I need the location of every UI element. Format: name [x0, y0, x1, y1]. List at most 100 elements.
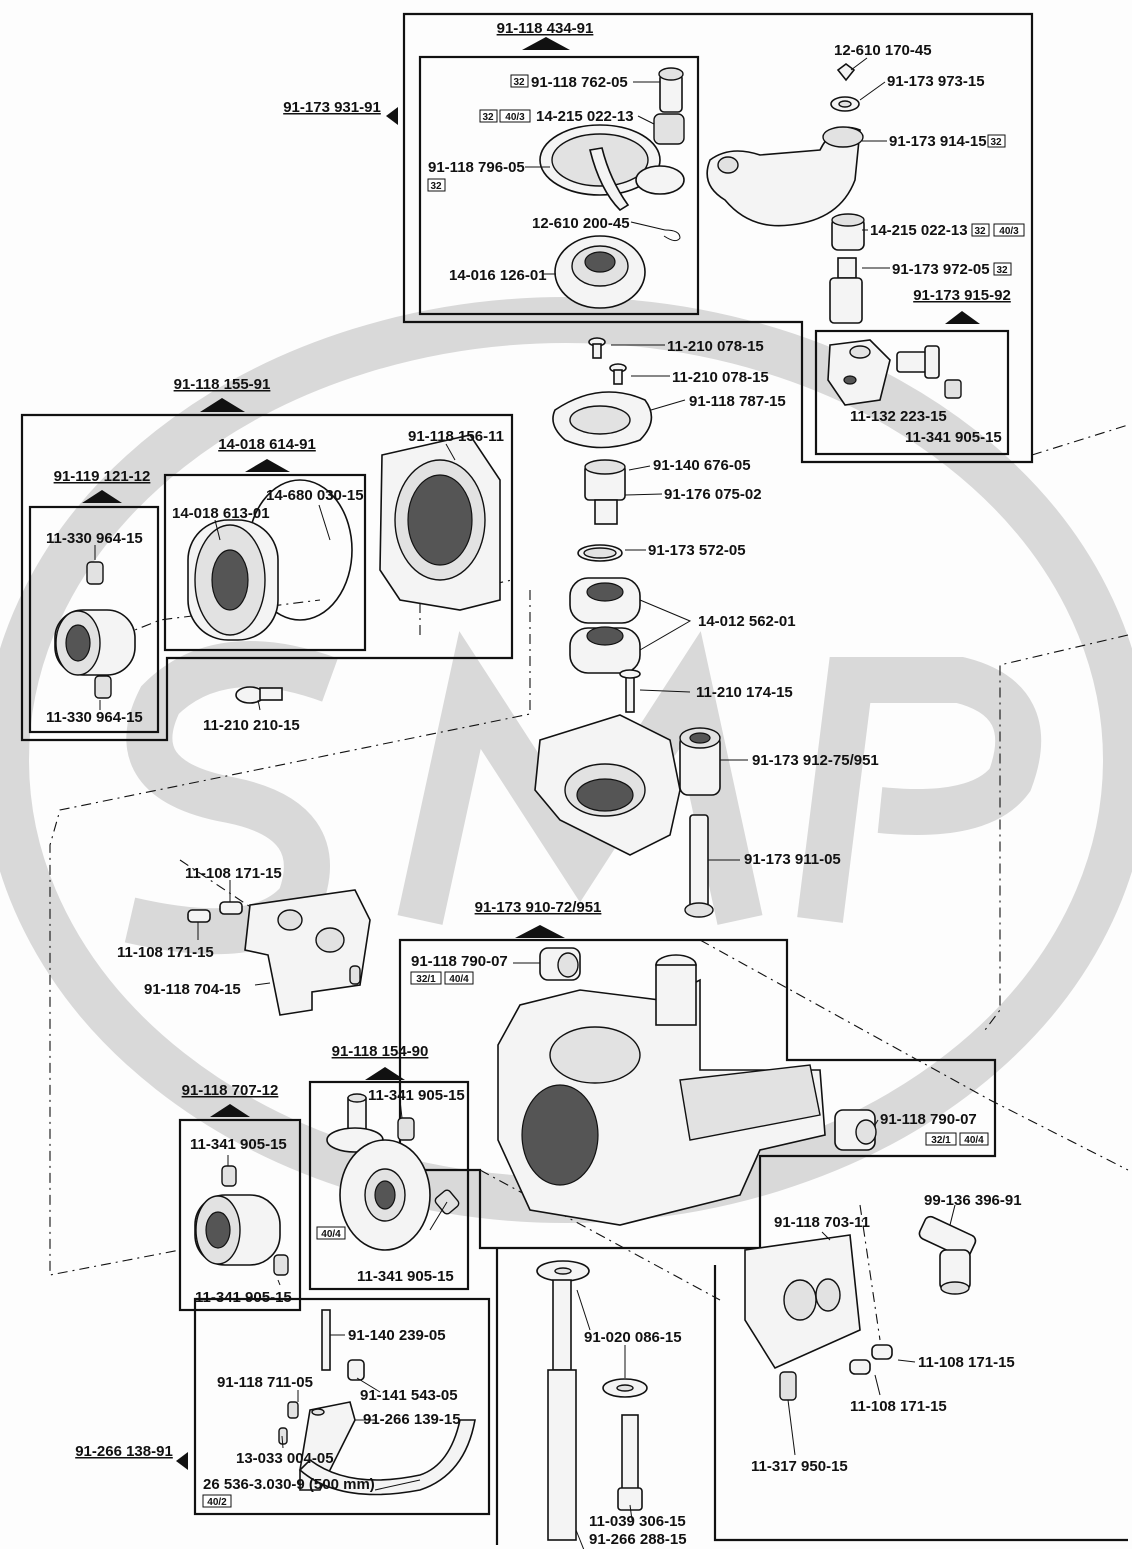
label-086: 91-020 086-15: [584, 1329, 682, 1346]
label-796: 91-118 796-05: [428, 159, 525, 176]
frame-931: [402, 12, 1034, 464]
label-676: 91-140 676-05: [653, 457, 751, 474]
group-title-138: 91-266 138-91: [75, 1443, 173, 1460]
label-200: 12-610 200-45: [532, 215, 630, 232]
badge-32: 32: [990, 137, 1002, 148]
group-title-915: 91-173 915-92: [913, 287, 1011, 304]
label-396: 99-136 396-91: [924, 1192, 1022, 1209]
group-title-614: 14-018 614-91: [218, 436, 316, 453]
frame-434: [418, 55, 700, 316]
label-156: 91-118 156-11: [408, 428, 504, 445]
label-170: 12-610 170-45: [834, 42, 932, 59]
label-210: 11-210 210-15: [203, 717, 300, 734]
group-titles: 91-118 434-91 91-173 931-91 91-173 915-9…: [54, 20, 1011, 1460]
badge-32: 32: [513, 77, 525, 88]
parts-bracket-912: [534, 714, 721, 918]
badges: 32 32 40/3 32 32 32 40/3 32 32/1 40/4 32…: [202, 74, 1025, 1508]
group-title-707: 91-118 707-12: [182, 1082, 279, 1099]
label-139: 91-266 139-15: [363, 1411, 461, 1428]
frame-155: [20, 413, 514, 742]
label-078a: 11-210 078-15: [667, 338, 764, 355]
group-frames: [20, 12, 1128, 1545]
group-title-121: 91-119 121-12: [54, 468, 151, 485]
group-title-931: 91-173 931-91: [283, 99, 381, 116]
frame-910: [398, 938, 997, 1250]
label-762: 91-118 762-05: [531, 74, 628, 91]
label-711: 91-118 711-05: [217, 1374, 313, 1391]
parts-shaft-288: [536, 1260, 648, 1541]
parts-plate-704: [187, 889, 371, 1016]
label-075: 91-176 075-02: [664, 486, 762, 503]
leader-lines: [94, 57, 956, 1549]
label-288: 91-266 288-15: [589, 1531, 687, 1548]
parts-915: [827, 339, 962, 406]
parts-center-stack: [552, 337, 653, 713]
group-title-155: 91-118 155-91: [174, 376, 271, 393]
label-536: 26 536-3.030-9 (500 mm): [203, 1476, 375, 1493]
label-171b: 11-108 171-15: [117, 944, 214, 961]
parts-right-lower: [744, 1215, 977, 1401]
frame-614: [163, 473, 367, 652]
label-964b: 11-330 964-15: [46, 709, 143, 726]
label-973: 91-173 973-15: [887, 73, 985, 90]
label-972: 91-173 972-05: [892, 261, 990, 278]
badge-40-4: 40/4: [321, 1229, 341, 1240]
label-950: 11-317 950-15: [751, 1458, 848, 1475]
frame-138: [193, 1297, 491, 1516]
label-171a: 11-108 171-15: [185, 865, 282, 882]
badge-32: 32: [430, 181, 442, 192]
label-174: 11-210 174-15: [696, 684, 793, 701]
label-171c: 11-108 171-15: [918, 1354, 1015, 1371]
label-126: 14-016 126-01: [449, 267, 547, 284]
label-787: 91-118 787-15: [689, 393, 786, 410]
badge-32: 32: [482, 112, 494, 123]
badge-32: 32: [996, 265, 1008, 276]
frame-915: [814, 329, 1010, 456]
label-004: 13-033 004-05: [236, 1450, 334, 1467]
label-078b: 11-210 078-15: [672, 369, 769, 386]
label-613: 14-018 613-01: [172, 505, 270, 522]
parts-gears-154: [326, 1093, 460, 1251]
label-914: 91-173 914-15: [889, 133, 987, 150]
label-022a: 14-215 022-13: [536, 108, 634, 125]
group-title-434: 91-118 434-91: [497, 20, 594, 37]
label-030: 14-680 030-15: [266, 487, 364, 504]
label-704: 91-118 704-15: [144, 981, 241, 998]
label-171d: 11-108 171-15: [850, 1398, 947, 1415]
badge-40-3: 40/3: [999, 226, 1019, 237]
group-title-154: 91-118 154-90: [332, 1043, 429, 1060]
group-title-910: 91-173 910-72/951: [475, 899, 602, 916]
part-labels: 91-118 762-05 14-215 022-13 91-118 796-0…: [46, 42, 1022, 1548]
badge-40-3: 40/3: [505, 112, 525, 123]
badge-40-2: 40/2: [207, 1497, 227, 1508]
label-022b: 14-215 022-13: [870, 222, 968, 239]
frame-121: [28, 505, 160, 734]
label-905b: 11-341 905-15: [368, 1087, 465, 1104]
label-905d: 11-341 905-15: [357, 1268, 454, 1285]
frame-154: [308, 1080, 470, 1291]
frame-707: [178, 1118, 302, 1312]
label-223: 11-132 223-15: [850, 408, 947, 425]
badge-40-4: 40/4: [449, 974, 469, 985]
parts-housing-910: [497, 947, 877, 1226]
badge-32: 32: [974, 226, 986, 237]
frame-line-right: [713, 1265, 1128, 1542]
label-572: 91-173 572-05: [648, 542, 746, 559]
badge-32-1: 32/1: [931, 1135, 951, 1146]
badge-32-1: 32/1: [416, 974, 436, 985]
label-790a: 91-118 790-07: [411, 953, 508, 970]
label-912: 91-173 912-75/951: [752, 752, 879, 769]
label-964a: 11-330 964-15: [46, 530, 143, 547]
label-790b: 91-118 790-07: [880, 1111, 977, 1128]
label-543: 91-141 543-05: [360, 1387, 458, 1404]
label-306: 11-039 306-15: [589, 1513, 686, 1530]
group-markers: [82, 37, 980, 1470]
label-905c: 11-341 905-15: [190, 1136, 287, 1153]
dashed-guides: [49, 424, 1129, 1341]
label-703: 91-118 703-11: [774, 1214, 870, 1231]
badge-40-4: 40/4: [964, 1135, 984, 1146]
parts-collar-707: [194, 1165, 289, 1276]
label-905a: 11-341 905-15: [905, 429, 1002, 446]
